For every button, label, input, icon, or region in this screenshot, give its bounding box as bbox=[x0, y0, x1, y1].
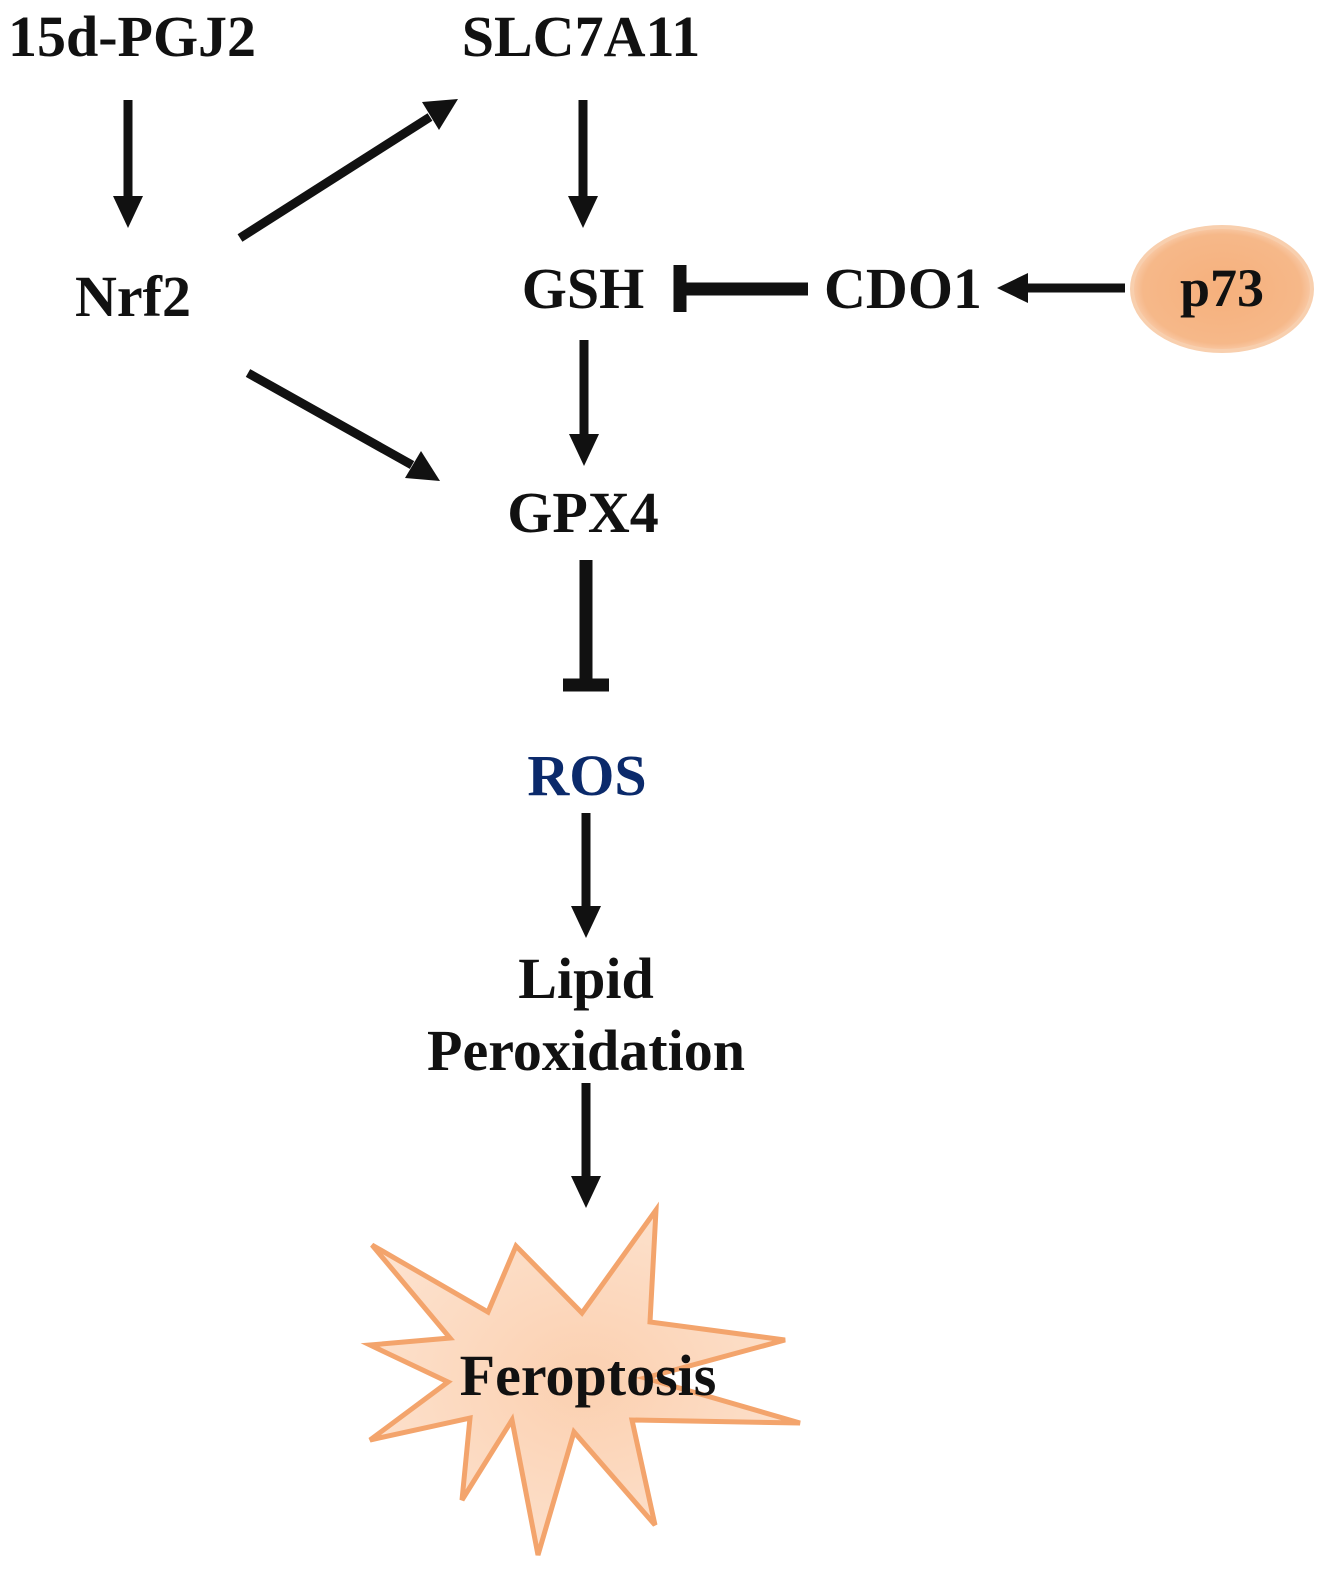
node-p73: p73 bbox=[1180, 258, 1264, 318]
node-15d-pgj2: 15d-PGJ2 bbox=[8, 4, 256, 69]
edge-cdo1-gsh-inhibition bbox=[673, 265, 808, 312]
node-lipid-line1: Lipid bbox=[518, 946, 653, 1011]
p73-node-shape bbox=[1130, 225, 1314, 353]
node-ferroptosis: Feroptosis bbox=[460, 1343, 717, 1408]
node-gsh: GSH bbox=[522, 256, 645, 321]
ferroptosis-burst bbox=[360, 1201, 801, 1556]
edge-gsh-gpx4 bbox=[569, 340, 599, 466]
node-cdo1: CDO1 bbox=[824, 256, 982, 321]
node-nrf2: Nrf2 bbox=[75, 264, 191, 329]
edge-slc7a11-gsh bbox=[568, 100, 598, 228]
node-slc7a11: SLC7A11 bbox=[462, 4, 701, 69]
edge-nrf2-slc7a11 bbox=[237, 99, 458, 242]
node-lipid-line2: Peroxidation bbox=[427, 1018, 745, 1083]
edge-pgj2-nrf2 bbox=[113, 100, 143, 228]
edge-p73-cdo1 bbox=[997, 273, 1125, 303]
edge-ros-lipid bbox=[571, 813, 601, 938]
edge-nrf2-gpx4 bbox=[245, 369, 440, 481]
edge-lipid-ferroptosis bbox=[571, 1083, 601, 1208]
edge-gpx4-ros-inhibition bbox=[563, 560, 609, 692]
node-ros: ROS bbox=[527, 743, 646, 808]
node-gpx4: GPX4 bbox=[507, 480, 658, 545]
